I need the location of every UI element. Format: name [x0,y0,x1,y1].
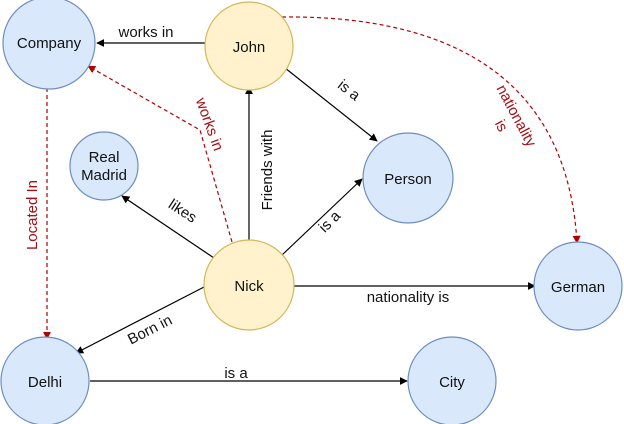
edge-nick-person [281,178,363,256]
edge-label-nick-delhi: Born in [125,312,175,349]
edge-label-nick-realmadrid: likes [165,196,199,227]
edge-john-german-inferred [281,16,581,244]
node-john: John [204,1,294,91]
edge-john-person [279,63,378,142]
node-real-madrid-label-line1: Real [89,149,120,166]
edge-label-nick-company: works in [191,95,226,153]
edge-label-company-delhi: Located In [24,180,41,250]
node-nick: Nick [203,239,295,331]
node-john-label: John [233,39,266,56]
node-city-label: City [439,374,465,391]
node-person: Person [362,132,454,224]
node-delhi: Delhi [0,336,90,424]
node-city: City [407,336,497,424]
edge-label-john-german-line1: nationality [493,82,540,150]
edge-label-nick-person: is a [316,207,345,236]
edge-label-john-german-line2: is [491,117,511,135]
node-real-madrid-label-line2: Madrid [81,167,127,184]
edge-nick-delhi [75,285,207,354]
node-company: Company [2,0,96,90]
edge-nick-realmadrid [121,195,215,259]
edge-label-john-company: works in [117,24,173,41]
node-delhi-label: Delhi [28,374,62,391]
node-person-label: Person [384,171,432,188]
edge-label-delhi-city: is a [224,365,248,382]
edge-nick-company-inferred [87,65,233,243]
edge-label-john-person: is a [334,77,363,105]
edge-label-nick-german: nationality is [367,289,450,306]
edge-label-nick-john: Friends with [259,130,276,211]
node-nick-label: Nick [234,278,264,295]
node-real-madrid: Real Madrid [69,131,139,201]
node-german: German [533,241,623,331]
node-german-label: German [551,279,605,296]
node-company-label: Company [17,35,82,52]
